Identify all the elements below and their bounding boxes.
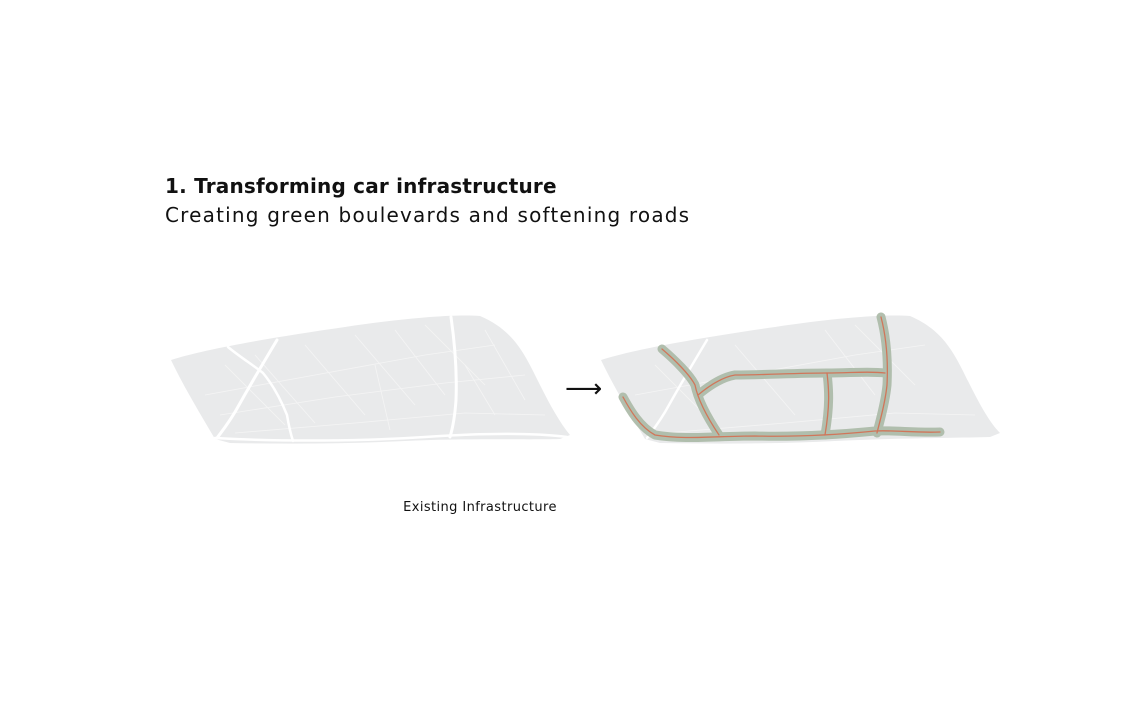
road-centerlines <box>622 316 941 439</box>
diagram-subtitle: Creating green boulevards and softening … <box>165 203 691 227</box>
land-area <box>601 315 1000 444</box>
main-roads <box>213 315 569 443</box>
long-right-arrow-icon: ⟶ <box>565 374 603 404</box>
map-caption: Existing Infrastructure <box>403 500 557 515</box>
existing-infrastructure-map <box>171 315 570 444</box>
diagram-title: 1. Transforming car infrastructure <box>165 174 557 198</box>
land-area <box>171 315 570 444</box>
transformed-infrastructure-map <box>601 312 1000 444</box>
minor-streets <box>204 324 546 434</box>
